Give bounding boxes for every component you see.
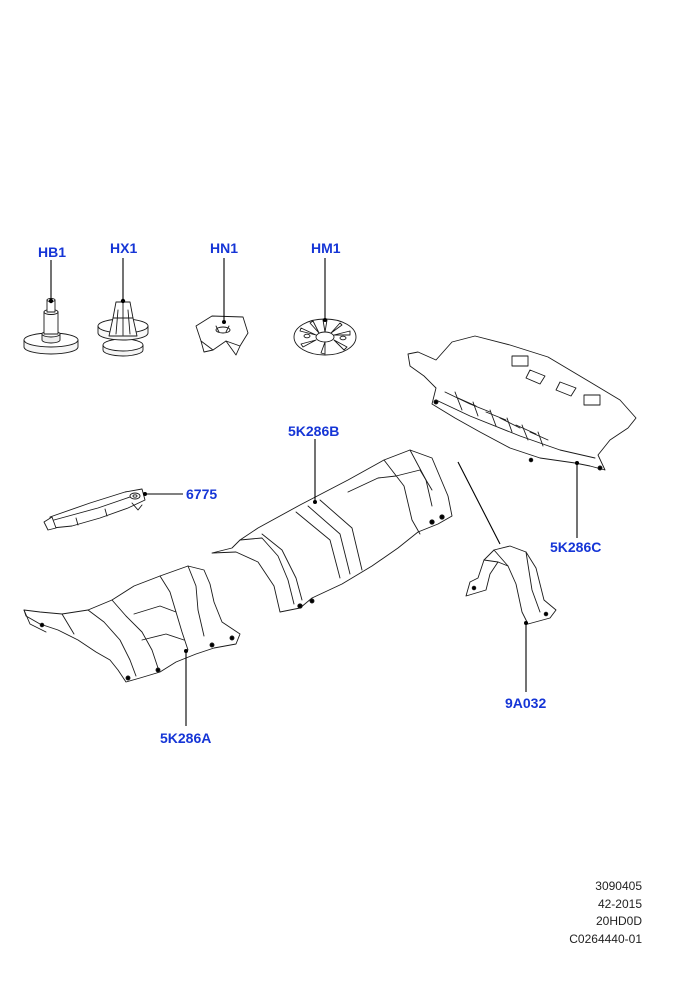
callout-5k286a[interactable]: 5K286A xyxy=(160,730,211,746)
part-5k286a-heat-shield xyxy=(23,565,241,683)
callout-hb1[interactable]: HB1 xyxy=(38,244,66,260)
part-hb1-stud xyxy=(23,297,79,355)
part-6775-bracket xyxy=(43,488,146,531)
callout-hx1[interactable]: HX1 xyxy=(110,240,137,256)
reference-line-4: C0264440-01 xyxy=(569,931,642,946)
callout-9a032[interactable]: 9A032 xyxy=(505,695,546,711)
reference-line-2: 42-2015 xyxy=(597,896,642,911)
anchor-5k286a xyxy=(184,649,188,653)
part-5k286c-heat-shield xyxy=(407,335,637,471)
anchor-9a032 xyxy=(524,621,528,625)
callout-5k286c[interactable]: 5K286C xyxy=(550,539,601,555)
part-9a032-strap xyxy=(465,545,557,625)
part-hn1-nut xyxy=(195,315,249,356)
anchor-5k286b xyxy=(313,500,317,504)
callout-hn1[interactable]: HN1 xyxy=(210,240,238,256)
callout-6775[interactable]: 6775 xyxy=(186,486,217,502)
anchor-hx1 xyxy=(120,298,126,304)
anchor-hb1 xyxy=(48,298,54,304)
part-hm1-washer xyxy=(293,318,357,356)
reference-line-3: 20HD0D xyxy=(595,914,642,928)
reference-line-1: 3090405 xyxy=(595,879,642,893)
part-hx1-clip xyxy=(97,301,149,357)
anchor-5k286c xyxy=(575,461,579,465)
anchor-hn1 xyxy=(222,320,226,324)
anchor-6775 xyxy=(143,492,147,496)
part-5k286b-heat-shield xyxy=(211,449,453,613)
callout-hm1[interactable]: HM1 xyxy=(311,240,341,256)
anchor-hm1 xyxy=(323,318,327,322)
pointer-9a032 xyxy=(457,461,501,545)
callout-5k286b[interactable]: 5K286B xyxy=(288,423,339,439)
reference-block: 3090405 42-2015 20HD0D C0264440-01 xyxy=(569,878,642,948)
